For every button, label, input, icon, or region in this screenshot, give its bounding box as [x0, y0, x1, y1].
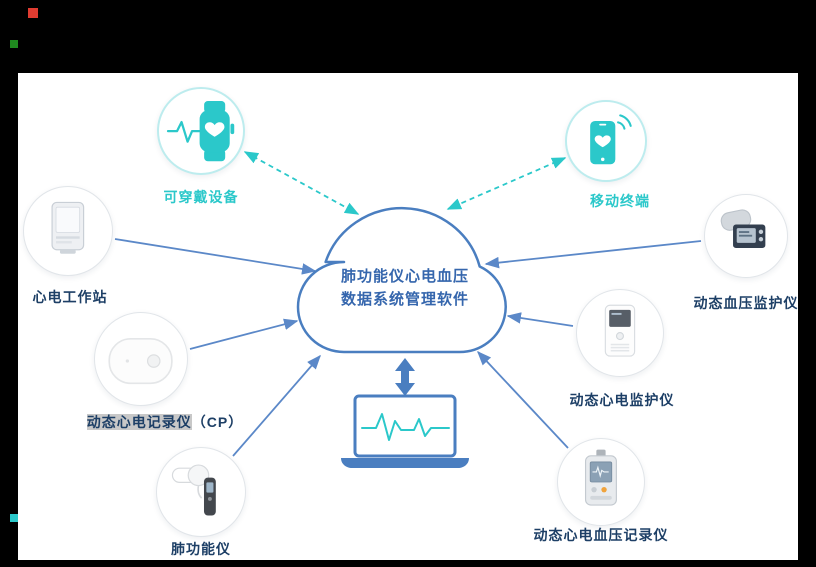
- label-holter-recorder: 动态心电记录仪（CP）: [60, 414, 270, 430]
- node-holter-recorder: [94, 312, 188, 406]
- label-holter-monitor: 动态心电监护仪: [569, 392, 675, 408]
- cloud-label-line1: 肺功能仪心电血压: [340, 268, 469, 285]
- link-abp-monitor-cloud: [484, 240, 702, 269]
- node-abp-monitor: [704, 194, 788, 278]
- ecg-bp-recorder-icon: [585, 449, 617, 506]
- link-ecg-bp-recorder-cloud: [477, 350, 569, 449]
- smartwatch-icon: [166, 100, 235, 162]
- laptop-icon: [341, 394, 469, 468]
- artifact-dot-teal: [10, 514, 18, 522]
- node-holter-monitor: [576, 289, 664, 377]
- sync-double-arrow-icon: [395, 358, 415, 396]
- label-holter-recorder-main: 动态心电记录仪: [86, 414, 192, 430]
- link-mobile-cloud: [446, 157, 567, 210]
- abp-monitor-icon: [720, 209, 766, 248]
- label-mobile: 移动终端: [590, 193, 650, 209]
- artifact-dot-green: [10, 40, 18, 48]
- label-abp-monitor: 动态血压监护仪: [693, 295, 799, 311]
- label-spirometer: 肺功能仪: [171, 541, 231, 557]
- node-ecg-bp-recorder: [557, 438, 645, 526]
- holter-recorder-icon: [108, 338, 174, 385]
- cloud-label: 肺功能仪心电血压 数据系统管理软件: [315, 265, 495, 311]
- ecg-waveform-icon: [361, 413, 450, 441]
- artifact-dot-red: [28, 8, 38, 18]
- teal-dashed-links: [243, 151, 567, 215]
- holter-monitor-icon: [604, 304, 636, 357]
- link-holter-recorder-cloud: [189, 318, 299, 350]
- label-ecg-workstation: 心电工作站: [32, 289, 108, 305]
- ecg-workstation-icon: [51, 202, 85, 254]
- cloud-icon: [298, 208, 506, 352]
- label-ecg-bp-recorder: 动态心电血压记录仪: [533, 527, 669, 543]
- smartphone-icon: [590, 114, 633, 165]
- node-mobile: [565, 100, 647, 182]
- link-holter-monitor-cloud: [506, 312, 574, 327]
- node-wearable: [157, 87, 245, 175]
- spirometer-icon: [172, 464, 216, 516]
- node-ecg-workstation: [23, 186, 113, 276]
- label-wearable: 可穿戴设备: [163, 189, 239, 205]
- label-holter-recorder-suffix: （CP）: [191, 414, 244, 430]
- blue-links: [114, 238, 702, 457]
- link-wearable-cloud: [243, 151, 360, 215]
- link-spirometer-cloud: [232, 354, 321, 457]
- link-ecg-workstation-cloud: [114, 238, 317, 275]
- cloud-label-line2: 数据系统管理软件: [340, 291, 469, 308]
- node-spirometer: [156, 447, 246, 537]
